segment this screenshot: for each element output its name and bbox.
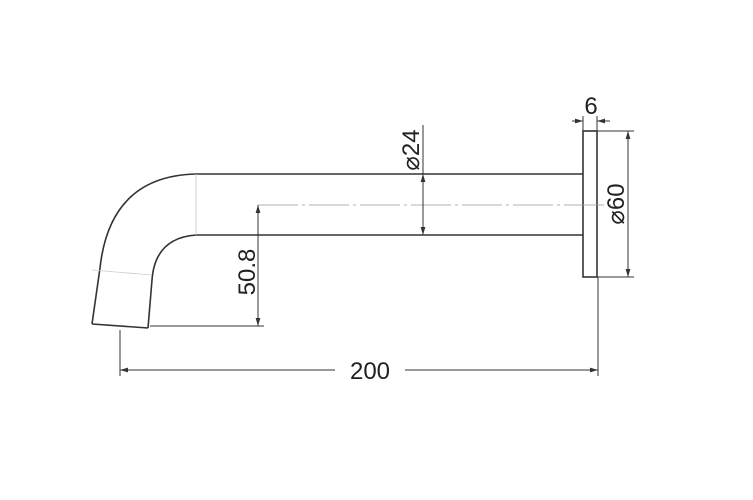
spout-outlet-edge xyxy=(91,323,149,329)
construction-lines xyxy=(91,174,197,276)
flange-diameter-label: ⌀60 xyxy=(603,183,630,224)
pipe-outer-edge xyxy=(91,173,583,325)
spout-drop-label: 50.8 xyxy=(234,249,261,296)
pipe-inner-edge xyxy=(147,234,583,329)
pipe-diameter-label: ⌀24 xyxy=(398,129,425,170)
flange-thickness-label: 6 xyxy=(584,93,597,120)
wall-flange xyxy=(582,130,598,278)
spout-outline xyxy=(91,130,598,329)
dimension-lines xyxy=(119,116,634,376)
overall-length-label: 200 xyxy=(350,358,390,385)
